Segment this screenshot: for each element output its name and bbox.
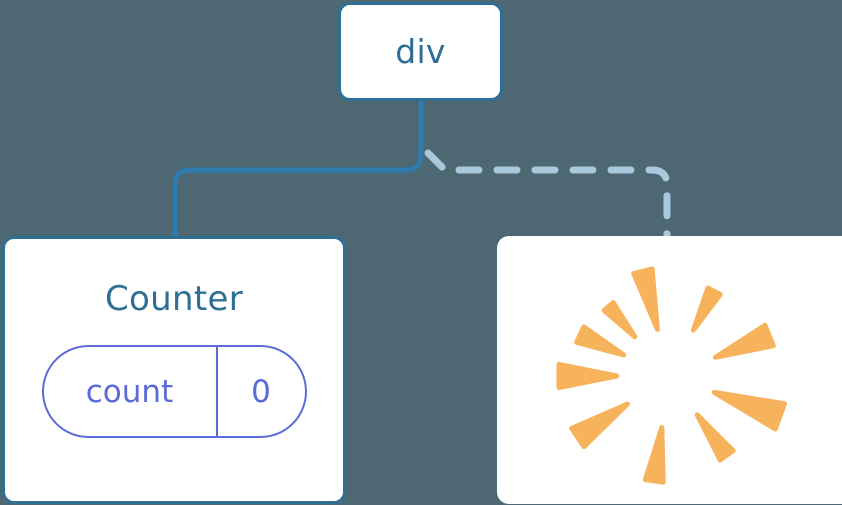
burst-ray-1: [631, 266, 660, 332]
burst-ray-10: [690, 285, 723, 333]
burst-ray-8: [711, 389, 787, 432]
burst-ray-5: [569, 401, 630, 450]
edge-root-to-counter: [172, 98, 424, 241]
burst-ray-6: [642, 425, 666, 485]
node-counter-label: Counter: [105, 279, 243, 319]
burst-ray-2: [601, 300, 638, 340]
burst-ray-9: [712, 322, 776, 360]
burst-ray-3: [574, 324, 627, 358]
node-div-label: div: [395, 32, 446, 71]
burst-ray-7: [694, 412, 736, 463]
burst-ray-4: [556, 362, 620, 390]
node-render-burst[interactable]: [497, 236, 842, 504]
sparkle-burst-icon: [556, 266, 787, 485]
state-value: 0: [251, 373, 271, 410]
node-div[interactable]: div: [338, 2, 503, 101]
state-capsule[interactable]: count 0: [41, 345, 307, 438]
state-key: count: [44, 347, 218, 436]
node-counter[interactable]: Counter count 0: [2, 236, 346, 504]
edge-root-to-burst: [424, 149, 671, 242]
